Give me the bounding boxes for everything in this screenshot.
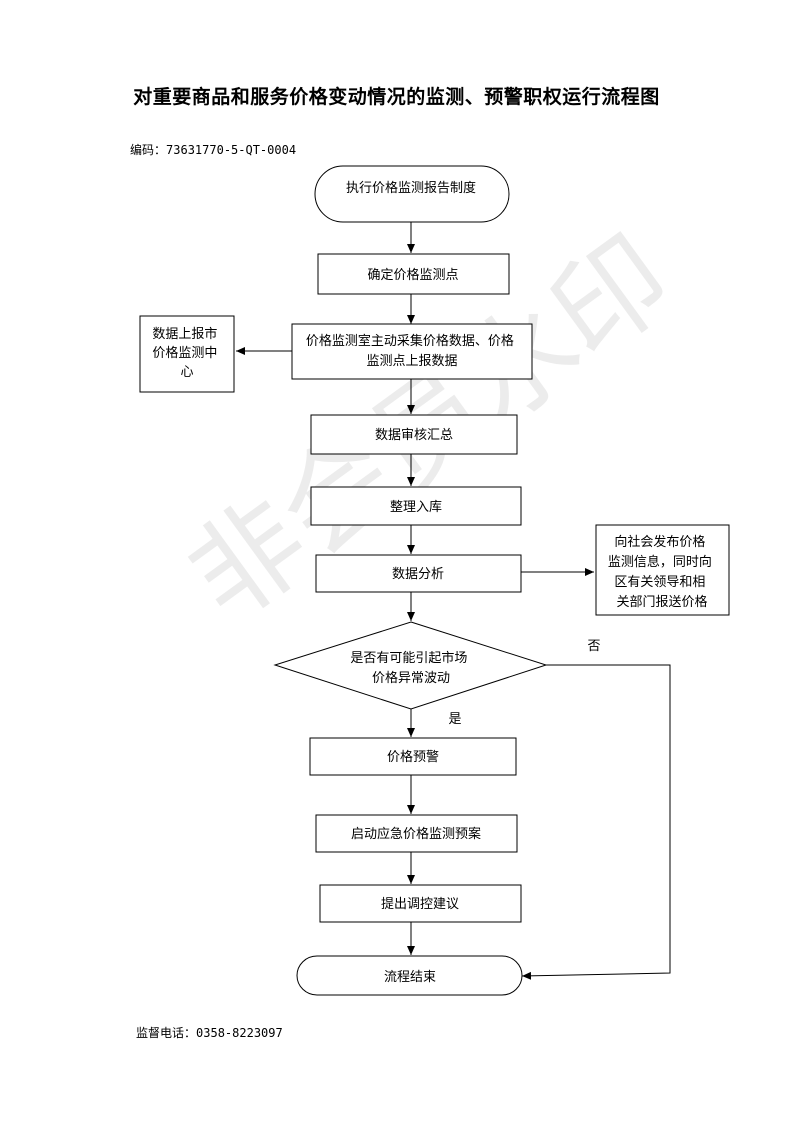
connectors bbox=[236, 222, 671, 980]
decision-label: 是否有可能引起市场 价格异常波动 bbox=[350, 650, 471, 686]
page-title: 对重要商品和服务价格变动情况的监测、预警职权运行流程图 bbox=[133, 86, 660, 108]
decision-diamond bbox=[273, 621, 548, 710]
start-label: 执行价格监测报告制度 bbox=[346, 180, 476, 196]
document-code-value: 73631770-5-QT-0004 bbox=[166, 143, 297, 157]
confirm-points-box bbox=[317, 253, 510, 295]
confirm-points-label: 确定价格监测点 bbox=[367, 267, 458, 283]
supervision-phone-label: 监督电话： bbox=[136, 1026, 197, 1040]
report-center-box bbox=[139, 315, 235, 393]
analysis-box bbox=[315, 554, 522, 593]
emergency-label: 启动应急价格监测预案 bbox=[351, 826, 481, 842]
review-label: 数据审核汇总 bbox=[375, 428, 453, 443]
publish-box bbox=[595, 524, 730, 616]
storage-label: 整理入库 bbox=[390, 499, 442, 515]
document-code-label: 编码： bbox=[130, 143, 167, 157]
analysis-label: 数据分析 bbox=[392, 567, 444, 582]
warning-box bbox=[309, 737, 517, 776]
emergency-box bbox=[315, 814, 518, 853]
yes-branch-label: 是 bbox=[448, 712, 461, 727]
no-branch-label: 否 bbox=[587, 639, 600, 654]
publish-label: 向社会发布价格 监测信息，同时向 区有关领导和相 关部门报送价格 bbox=[608, 534, 716, 610]
supervision-phone: 监督电话：0358-8223097 bbox=[136, 1024, 283, 1041]
document-code: 编码：73631770-5-QT-0004 bbox=[130, 141, 296, 158]
review-box bbox=[310, 414, 518, 455]
warning-label: 价格预警 bbox=[387, 749, 439, 765]
collect-box bbox=[291, 323, 533, 380]
edge-decision-no-to-end bbox=[521, 664, 671, 980]
end-label: 流程结束 bbox=[384, 970, 436, 985]
proposal-label: 提出调控建议 bbox=[381, 896, 459, 912]
storage-box bbox=[310, 486, 522, 526]
collect-label: 价格监测室主动采集价格数据、价格 监测点上报数据 bbox=[306, 333, 518, 369]
supervision-phone-value: 0358-8223097 bbox=[196, 1026, 283, 1040]
start-terminal bbox=[314, 165, 510, 223]
report-center-label: 数据上报市 价格监测中 心 bbox=[152, 326, 221, 380]
proposal-box bbox=[319, 884, 522, 923]
end-terminal bbox=[296, 955, 523, 996]
